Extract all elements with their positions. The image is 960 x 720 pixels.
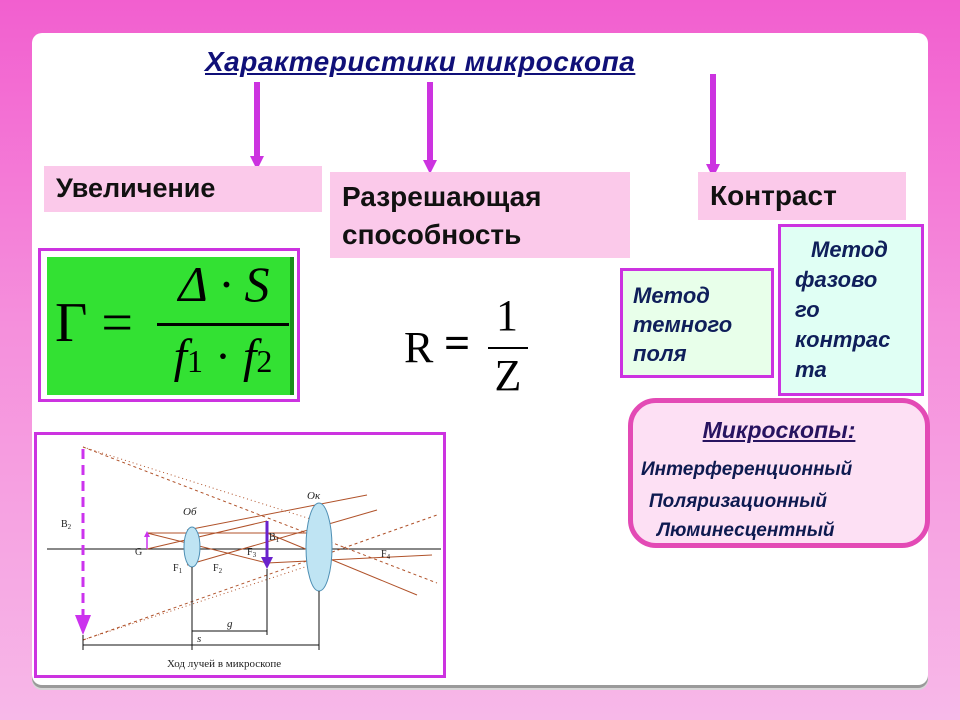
connector-magnification-tip (250, 156, 264, 170)
ray-diagram: Об Ок B2 B1 G F1 F2 F3 F4 g s Ход лучей … (47, 446, 441, 670)
f2-label: F2 (213, 563, 223, 575)
connector-resolution-tip (423, 160, 437, 174)
microscope-polarization: Поляризационный (649, 491, 828, 512)
rays (82, 446, 438, 641)
connector-contrast-tip (706, 164, 720, 178)
r-lhs: R (404, 323, 434, 372)
s-label: s (197, 633, 201, 645)
dark-field-line1: Метод (633, 283, 710, 308)
r-eq: = (444, 317, 471, 368)
microscope-interference: Интерференционный (641, 459, 853, 480)
final-image-arrow-tip (75, 615, 91, 635)
page-title: Характеристики микроскопа (205, 46, 636, 77)
f1-label: F1 (173, 563, 183, 575)
r-numerator: 1 (496, 291, 518, 340)
resolution-formula: R = 1 Z (398, 288, 538, 406)
f3-label: F3 (247, 547, 257, 559)
gamma-sub2: 2 (256, 343, 273, 379)
g-object-label: G (135, 547, 142, 558)
dark-field-box: Метод темного поля (620, 268, 774, 378)
gamma-f2: f (242, 330, 257, 383)
b2-guide-top (82, 446, 318, 522)
phase-contrast-line4: контрас (795, 327, 891, 352)
gamma-fraction-bar (157, 323, 289, 326)
resolution-label-line1: Разрешающая (342, 181, 542, 212)
resolution-box: Разрешающая способность (330, 172, 630, 258)
g-label: g (227, 618, 233, 630)
ray-diagram-caption: Ход лучей в микроскопе (167, 658, 281, 670)
phase-contrast-line2: фазово (795, 267, 878, 292)
phase-contrast-line1: Метод (811, 237, 888, 262)
microscopes-title: Микроскопы: (702, 417, 856, 443)
f4-label: F4 (381, 549, 391, 561)
magnification-box: Увеличение (44, 166, 322, 212)
magnification-formula-box: Γ = Δ · S f1 · f2 (38, 248, 300, 402)
ray-diagram-box: Об Ок B2 B1 G F1 F2 F3 F4 g s Ход лучей … (34, 432, 446, 678)
gamma-dot: · (215, 330, 231, 383)
gamma-f1: f (173, 330, 187, 383)
microscope-luminescent: Люминесцентный (657, 520, 835, 541)
dark-field-line3: поля (633, 341, 687, 366)
r-denominator: Z (494, 351, 522, 400)
contrast-label: Контраст (710, 180, 837, 211)
b2-label: B2 (61, 519, 72, 531)
gamma-denominator: f1 · f2 (157, 329, 289, 384)
magnification-label: Увеличение (56, 173, 216, 203)
gamma-numerator: Δ · S (178, 256, 270, 312)
phase-contrast-line3: го (795, 297, 820, 322)
dark-field-line2: темного (633, 312, 733, 337)
contrast-box: Контраст (698, 172, 906, 220)
eyepiece-lens (305, 502, 333, 592)
formula-green-panel-edge (290, 257, 294, 395)
gamma-lhs: Γ = (55, 292, 133, 354)
objective-lens (183, 526, 201, 568)
resolution-label-line2: способность (342, 219, 522, 250)
intermediate-image-arrow-tip (261, 557, 273, 569)
object-arrow-tip (144, 531, 150, 537)
formula-green-panel (47, 257, 290, 395)
eyepiece-label: Ок (307, 490, 321, 502)
gamma-sub1: 1 (187, 343, 203, 379)
microscopes-box: Микроскопы: Интерференционный Поляризаци… (628, 398, 930, 548)
phase-contrast-box: Метод фазово го контрас та (778, 224, 924, 396)
b1-label: B1 (269, 532, 280, 544)
r-fraction-bar (488, 347, 528, 349)
b2-guide-bottom (82, 562, 318, 641)
objective-label: Об (183, 506, 197, 518)
phase-contrast-line5: та (795, 357, 827, 382)
